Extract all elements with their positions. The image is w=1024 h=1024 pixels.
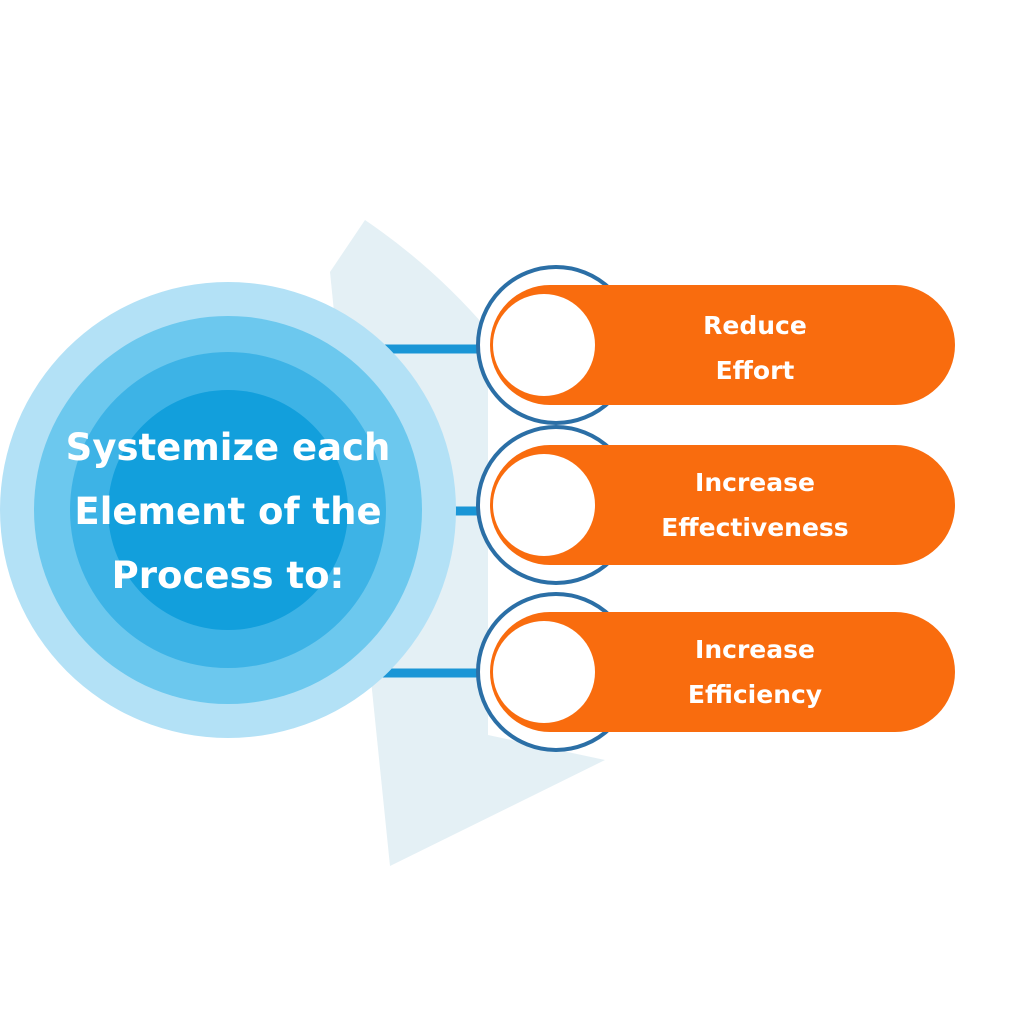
item-label-line-1: Increase xyxy=(695,635,815,664)
item-label-line-2: Effort xyxy=(716,356,795,385)
item-white-dot xyxy=(493,294,595,396)
item-white-dot xyxy=(493,454,595,556)
item-pill xyxy=(490,285,955,405)
ring-inner xyxy=(108,390,348,630)
center-circle: Systemize each Element of the Process to… xyxy=(0,282,456,738)
item-label-line-1: Reduce xyxy=(703,311,807,340)
center-title-line-2: Element of the xyxy=(74,490,381,533)
item-increase-efficiency: Increase Efficiency xyxy=(476,592,955,752)
item-label-line-1: Increase xyxy=(695,468,815,497)
item-label-line-2: Effectiveness xyxy=(661,513,848,542)
item-reduce-effort: Reduce Effort xyxy=(476,265,955,425)
center-title-line-1: Systemize each xyxy=(66,426,391,469)
item-label-line-2: Efficiency xyxy=(688,680,822,709)
item-increase-effectiveness: Increase Effectiveness xyxy=(476,425,955,585)
item-pill xyxy=(490,612,955,732)
item-white-dot xyxy=(493,621,595,723)
center-title-line-3: Process to: xyxy=(112,554,345,597)
item-pill xyxy=(490,445,955,565)
